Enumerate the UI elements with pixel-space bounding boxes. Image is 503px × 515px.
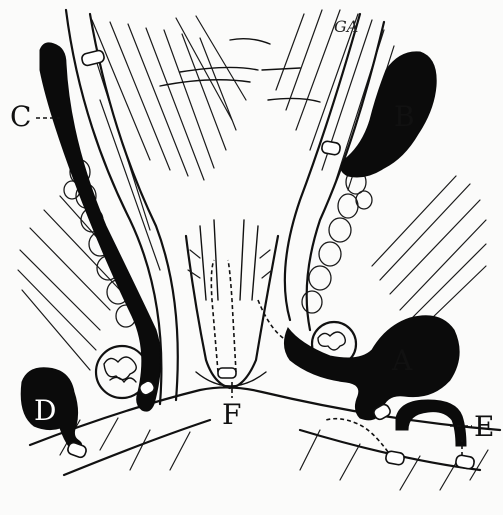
label-d: D [34,394,56,427]
left-lower-hatching [18,196,126,370]
drain-tube-f [218,368,236,378]
artist-signature: GA [334,17,358,36]
drain-tube-e1 [385,451,405,466]
pelvic-wall-lines [66,10,384,404]
drain-tube-c [81,50,105,67]
center-top-strokes [160,39,320,102]
label-e: E [474,410,494,443]
left-upper-hatching [92,16,246,270]
right-lower-hatching [372,176,486,320]
label-f: F [222,398,241,431]
right-fat-cells [302,170,372,313]
bottom-hatching [60,418,488,490]
drain-tube-d [66,441,87,458]
label-a: A [391,344,413,377]
drain-tube-e2 [455,455,475,470]
drain-tube-b [321,141,341,156]
anal-canal [186,220,278,388]
label-c: C [10,100,31,133]
label-b: B [394,100,415,133]
